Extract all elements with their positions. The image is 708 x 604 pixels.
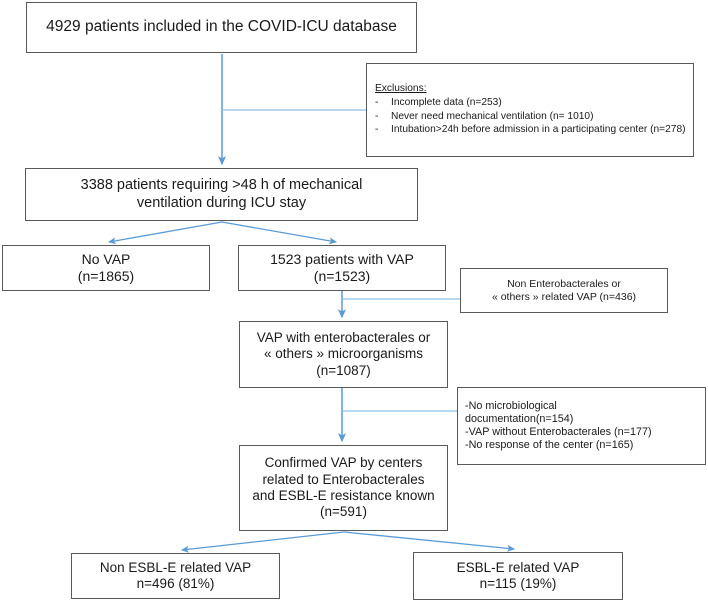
bullet-dash-icon: - [375,123,379,135]
connector-confirmed-to-esbl [343,531,516,552]
node-non-esbl-line2: n=496 (81%) [136,576,215,591]
node-esbl-line1: ESBL-E related VAP [456,559,580,575]
exclusions-list: - Incomplete data (n=253) - Never need m… [375,97,692,137]
exclusion-item-text: Incomplete data (n=253) [391,97,502,109]
exclusion-item-text: Never need mechanical ventilation (n= 10… [391,110,594,122]
exclusion-secondary-item: -VAP without Enterobacterales (n=177) [465,426,652,438]
node-esbl-line2: n=115 (19%) [479,576,557,591]
connector-mv48-to-vap [221,221,338,245]
node-vap-entero-line1: VAP with enterobacterales or [256,329,431,345]
node-non-esbl-line1: Non ESBL-E related VAP [99,559,252,575]
node-non-entero-line2: « others » related VAP (n=436) [491,290,637,303]
exclusions-secondary-list: -No microbiological documentation(n=154)… [465,400,652,453]
node-vap-line2: (n=1523) [313,268,371,284]
node-confirmed-line3: and ESBL-E resistance known [252,488,435,503]
node-no-vap-line2: (n=1865) [77,268,135,284]
node-esbl-vap: ESBL-E related VAP n=115 (19%) [413,552,623,600]
node-exclusions: Exclusions: - Incomplete data (n=253) - … [366,63,694,157]
node-exclusions-secondary: -No microbiological documentation(n=154)… [457,387,706,465]
node-no-vap: No VAP (n=1865) [2,245,210,291]
exclusion-secondary-item: documentation(n=154) [465,412,574,425]
exclusion-item: - Intubation>24h before admission in a p… [375,124,692,136]
exclusion-secondary-item: -No microbiological [465,399,557,412]
exclusion-item: - Incomplete data (n=253) [375,97,692,109]
node-confirmed-line1: Confirmed VAP by centers [264,455,423,471]
bullet-dash-icon: - [375,110,379,122]
node-confirmed-line4: (n=591) [320,504,367,520]
exclusion-secondary-item: -No response of the center (n=165) [465,439,634,452]
exclusion-item-text: Intubation>24h before admission in a par… [391,123,686,135]
exclusion-item: - Never need mechanical ventilation (n= … [375,111,692,123]
node-vap-entero-line3: (n=1087) [316,362,371,378]
node-vap-entero-line2: « others » microorganisms [263,346,424,362]
node-no-vap-line1: No VAP [81,250,131,267]
node-non-enterobacterales: Non Enterobacterales or « others » relat… [460,268,668,313]
node-non-esbl-vap: Non ESBL-E related VAP n=496 (81%) [71,553,280,599]
node-confirmed-line2: related to Enterobacterales [262,471,425,487]
node-confirmed-vap: Confirmed VAP by centers related to Ente… [239,445,448,531]
node-vap: 1523 patients with VAP (n=1523) [238,245,446,291]
node-cohort-text: 4929 patients included in the COVID-ICU … [46,18,397,36]
node-mv48-line1: 3388 patients requiring >48 h of mechani… [80,176,363,193]
connector-mv48-to-no-vap [107,221,223,245]
node-vap-enterobacterales: VAP with enterobacterales or « others » … [239,321,448,388]
connector-confirmed-to-non-esbl [180,531,345,553]
node-mv48: 3388 patients requiring >48 h of mechani… [25,168,418,221]
node-mv48-line2: ventilation during ICU stay [136,194,307,211]
node-vap-line1: 1523 patients with VAP [270,250,414,267]
bullet-dash-icon: - [375,97,379,109]
node-cohort: 4929 patients included in the COVID-ICU … [26,2,417,53]
node-non-entero-line1: Non Enterobacterales or [507,277,621,290]
exclusions-heading: Exclusions: [375,82,427,94]
